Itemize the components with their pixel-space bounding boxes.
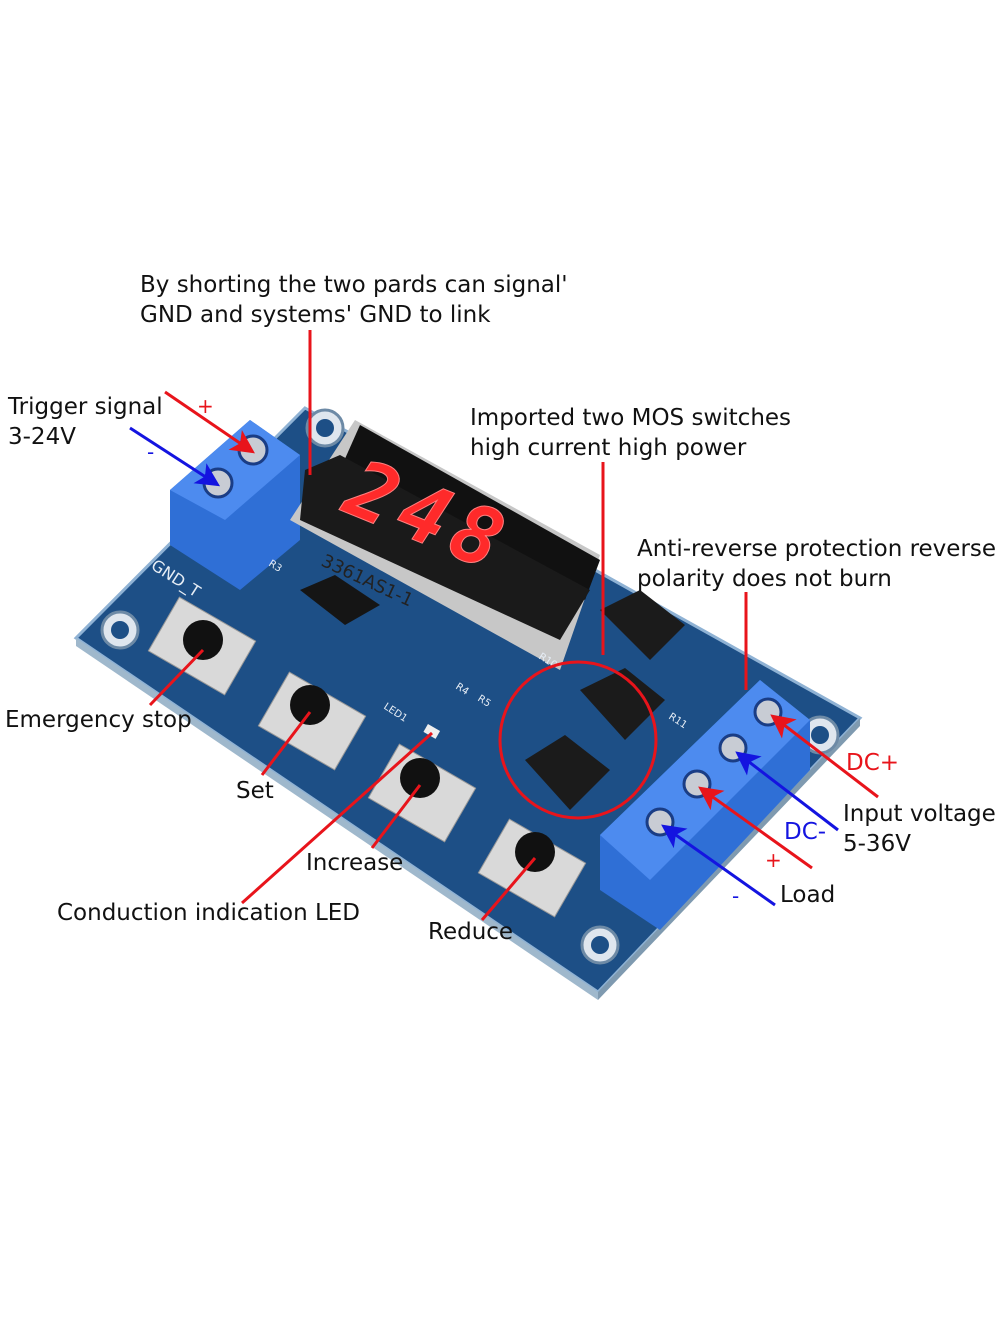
- increase-label: Increase: [306, 850, 404, 876]
- load-label: Load: [780, 882, 836, 908]
- gnd-link-label: By shorting the two pards can signal'GND…: [140, 272, 568, 328]
- reduce-label: Reduce: [428, 919, 514, 945]
- set-label: Set: [236, 778, 274, 804]
- dc-minus-label: DC-: [784, 819, 827, 845]
- dc-plus-label: DC+: [846, 750, 900, 776]
- mos-highlight-circle: [498, 660, 658, 820]
- mosfet: [525, 590, 685, 810]
- optocoupler-chip: [300, 575, 380, 625]
- load-plus: +: [765, 848, 782, 872]
- load-minus: -: [732, 884, 740, 908]
- trigger-minus: -: [147, 440, 155, 464]
- trigger-plus: +: [197, 394, 214, 418]
- emergency-stop-label: Emergency stop: [5, 707, 192, 733]
- led1: [423, 724, 441, 739]
- seven-segment-display: 248 3361AS1-1: [290, 420, 600, 670]
- led-label: Conduction indication LED: [57, 900, 361, 926]
